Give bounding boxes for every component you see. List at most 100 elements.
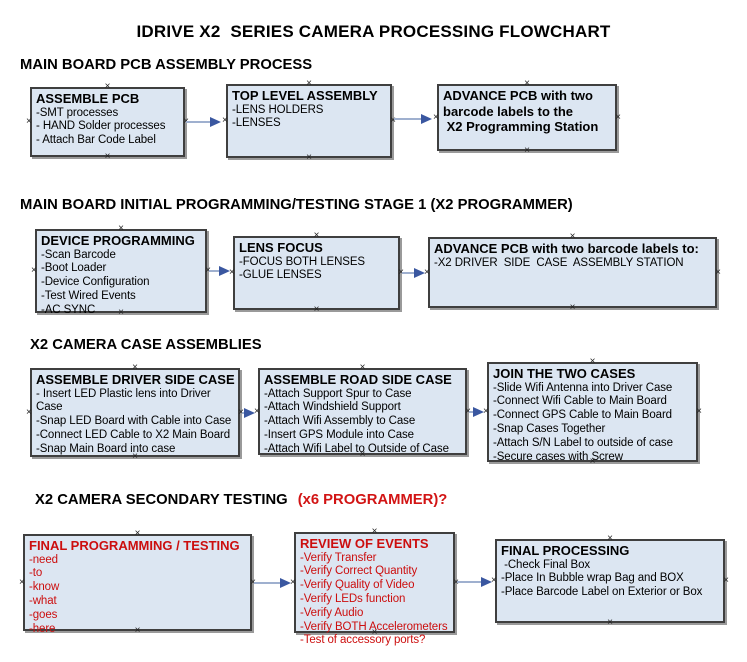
connection-point-marker: ×: [104, 81, 111, 92]
box-title: FINAL PROGRAMMING / TESTING: [29, 538, 240, 553]
section-header-secondary-testing: X2 CAMERA SECONDARY TESTING (x6 PROGRAMME…: [35, 492, 447, 508]
connection-point-marker: ×: [26, 406, 32, 418]
box-item: -Verify Correct Quantity: [300, 565, 418, 578]
box-title: FINAL PROCESSING: [501, 543, 630, 558]
connection-point-marker: ×: [524, 145, 530, 156]
connection-point-marker: ×: [132, 362, 138, 373]
box-item: -Snap Cases Together: [493, 422, 606, 435]
box-item: -LENS HOLDERS: [232, 103, 324, 116]
box-items: - Insert LED Plastic lens into Driver Ca…: [36, 388, 236, 457]
box-title: JOIN THE TWO CASES: [493, 366, 636, 381]
box-item: -Slide Wifi Antenna into Driver Case: [493, 381, 673, 394]
box-title: ADVANCE PCB with two barcode labels to:: [434, 241, 699, 256]
box-item: -Verify Audio: [300, 606, 364, 619]
connection-point-marker: ×: [589, 356, 596, 367]
box-item: -Attach S/N Label to outside of case: [493, 436, 673, 449]
box-title: DEVICE PROGRAMMING: [41, 233, 195, 248]
box-item: -know: [29, 581, 60, 594]
section-header-text: X2 CAMERA SECONDARY TESTING: [35, 492, 288, 508]
connection-point-marker: ×: [313, 304, 320, 315]
flow-arrow: [402, 268, 425, 278]
box-item: -Device Configuration: [41, 276, 150, 289]
connection-point-marker: ×: [134, 528, 141, 539]
box-item: -AC SYNC: [41, 303, 96, 316]
connection-point-marker: ×: [723, 575, 729, 586]
box-item: -Attach Wifi Label to Outside of Case: [264, 442, 449, 455]
connection-point-marker: ×: [483, 406, 489, 417]
box-items: -Verify Transfer-Verify Correct Quantity…: [300, 552, 451, 649]
box-item: -Connect LED Cable to X2 Main Board: [36, 428, 231, 441]
box-item: -Connect Wifi Cable to Main Board: [493, 395, 667, 408]
flow-arrow: [469, 407, 484, 417]
connection-point-marker: ×: [359, 449, 366, 460]
box-item: -Verify Quality of Video: [300, 579, 415, 592]
box-item: -Snap LED Board with Cable into Case: [36, 415, 232, 428]
section-header-red-suffix: (x6 PROGRAMMER)?: [297, 492, 448, 508]
box-item: - Insert LED Plastic lens into Driver Ca…: [36, 387, 214, 414]
connection-point-marker: ×: [715, 266, 721, 278]
box-title: LENS FOCUS: [239, 240, 323, 255]
box-items: -X2 DRIVER SIDE CASE ASSEMBLY STATION: [434, 257, 713, 271]
connection-point-marker: ×: [696, 406, 702, 417]
connection-point-marker: ×: [453, 576, 459, 588]
flow-box-advance-pcb-driver-side: ADVANCE PCB with two barcode labels to: …: [424, 232, 721, 313]
connection-point-marker: ×: [607, 533, 613, 544]
box-title: ASSEMBLE DRIVER SIDE CASE: [36, 372, 235, 387]
connection-point-marker: ×: [229, 267, 235, 278]
connection-point-marker: ×: [118, 223, 124, 234]
box-item: -FOCUS BOTH LENSES: [239, 255, 365, 268]
box-item: -Test of accessory ports?: [300, 634, 426, 647]
flow-box-advance-pcb-programming-station: ADVANCE PCB with two barcode labels to t…: [433, 79, 621, 156]
flow-arrow: [254, 578, 291, 588]
section-header-pcb-assembly: MAIN BOARD PCB ASSEMBLY PROCESS: [20, 57, 313, 73]
flow-arrow: [457, 577, 492, 587]
box-items: -Scan Barcode-Boot Loader-Device Configu…: [41, 249, 203, 318]
box-item: -Test Wired Events: [41, 289, 136, 302]
connection-point-marker: ×: [306, 78, 312, 89]
box-items: -SMT processes- HAND Solder processes- A…: [36, 107, 181, 148]
section-header-initial-programming: MAIN BOARD INITIAL PROGRAMMING/TESTING S…: [20, 197, 573, 213]
connection-point-marker: ×: [398, 267, 404, 278]
box-item: -Verify Transfer: [300, 551, 377, 564]
connection-point-marker: ×: [433, 111, 439, 123]
box-item: -Boot Loader: [41, 262, 107, 275]
box-title: ASSEMBLE PCB: [36, 91, 140, 106]
box-title: ASSEMBLE ROAD SIDE CASE: [264, 372, 452, 387]
box-items: -FOCUS BOTH LENSES-GLUE LENSES: [239, 256, 396, 284]
box-item: -Place In Bubble wrap Bag and BOX: [501, 572, 684, 585]
flow-box-review-of-events: REVIEW OF EVENTS -Verify Transfer-Verify…: [290, 527, 459, 647]
flow-box-top-level-assembly: TOP LEVEL ASSEMBLY -LENS HOLDERS-LENSES …: [222, 79, 396, 163]
connection-point-marker: ×: [491, 575, 497, 586]
flow-box-lens-focus: LENS FOCUS -FOCUS BOTH LENSES-GLUE LENSE…: [229, 231, 404, 315]
connection-point-marker: ×: [205, 265, 211, 276]
connection-point-marker: ×: [371, 526, 378, 537]
box-item: -Attach Windshield Support: [264, 401, 401, 414]
box-items: -Slide Wifi Antenna into Driver Case-Con…: [493, 382, 694, 465]
connection-point-marker: ×: [569, 231, 576, 242]
connection-point-marker: ×: [26, 116, 32, 127]
connection-point-marker: ×: [524, 78, 530, 89]
connection-point-marker: ×: [132, 451, 138, 462]
box-title: TOP LEVEL ASSEMBLY: [232, 88, 378, 103]
box-item: -need: [29, 553, 58, 566]
box-items: -Check Final Box-Place In Bubble wrap Ba…: [501, 559, 721, 600]
box-item: -here: [29, 622, 56, 635]
flow-box-assemble-road-side-case: ASSEMBLE ROAD SIDE CASE -Attach Support …: [254, 363, 471, 460]
connection-point-marker: ×: [290, 576, 296, 588]
connection-point-marker: ×: [31, 265, 37, 276]
connection-point-marker: ×: [118, 307, 124, 318]
flow-box-join-the-two-cases: JOIN THE TWO CASES -Slide Wifi Antenna i…: [483, 357, 702, 467]
box-item: -to: [29, 567, 43, 580]
box-item: -Verify BOTH Accelerometers: [300, 620, 448, 633]
box-title: REVIEW OF EVENTS: [300, 536, 429, 551]
connection-point-marker: ×: [371, 627, 378, 638]
connection-point-marker: ×: [134, 625, 141, 636]
flow-arrow: [394, 114, 432, 124]
connection-point-marker: ×: [222, 115, 228, 126]
flow-box-assemble-pcb: ASSEMBLE PCB -SMT processes- HAND Solder…: [26, 82, 189, 162]
box-item: -Secure cases with Screw: [493, 450, 623, 463]
connection-point-marker: ×: [306, 152, 312, 163]
flow-box-device-programming: DEVICE PROGRAMMING -Scan Barcode-Boot Lo…: [31, 224, 211, 318]
connection-point-marker: ×: [359, 362, 366, 373]
